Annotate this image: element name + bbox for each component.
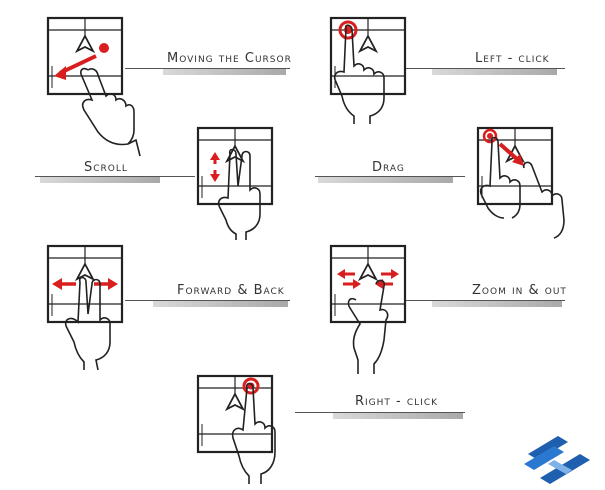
zoom-line — [405, 300, 565, 301]
label-zoom: Zoom in & out — [472, 283, 567, 298]
trackpad-icon-forward-back — [46, 244, 124, 324]
trackpad-icon-moving — [46, 16, 124, 96]
label-left-click: Left - click — [475, 51, 550, 66]
left-click-line — [405, 68, 565, 69]
hand-icon-forward-back — [64, 276, 111, 371]
hand-icon-zoom — [347, 279, 389, 374]
moving-cursor-bar — [163, 68, 286, 75]
trackpad-icon-zoom — [329, 244, 407, 324]
zoom-bar — [432, 300, 562, 307]
forward-back-line — [125, 300, 290, 301]
drag-bar — [318, 176, 453, 183]
hand-icon-drag — [479, 136, 565, 239]
label-right-click: Right - click — [355, 394, 439, 409]
right-click-bar — [333, 412, 463, 419]
hand-icon-scroll — [217, 148, 261, 240]
hand-icon-moving — [80, 67, 141, 157]
label-moving-cursor: Moving the Cursor — [167, 51, 292, 66]
moving-cursor-line — [125, 68, 290, 69]
hand-icon-left-click — [333, 24, 385, 124]
label-forward-back: Forward & Back — [177, 283, 285, 298]
right-click-line — [295, 412, 465, 413]
forward-back-bar — [153, 300, 288, 307]
label-drag: Drag — [372, 160, 405, 175]
label-scroll: Scroll — [84, 160, 128, 175]
trackpad-icon-drag — [476, 126, 554, 206]
trackpad-icon-scroll — [196, 126, 274, 206]
trackpad-icon-right-click — [196, 374, 274, 454]
scroll-bar — [40, 176, 160, 183]
logo-icon — [524, 436, 590, 484]
hand-icon-right-click — [231, 382, 276, 484]
trackpad-icon-left-click — [329, 16, 407, 96]
left-click-bar — [432, 68, 557, 75]
scroll-line — [35, 176, 195, 177]
drag-line — [315, 176, 465, 177]
